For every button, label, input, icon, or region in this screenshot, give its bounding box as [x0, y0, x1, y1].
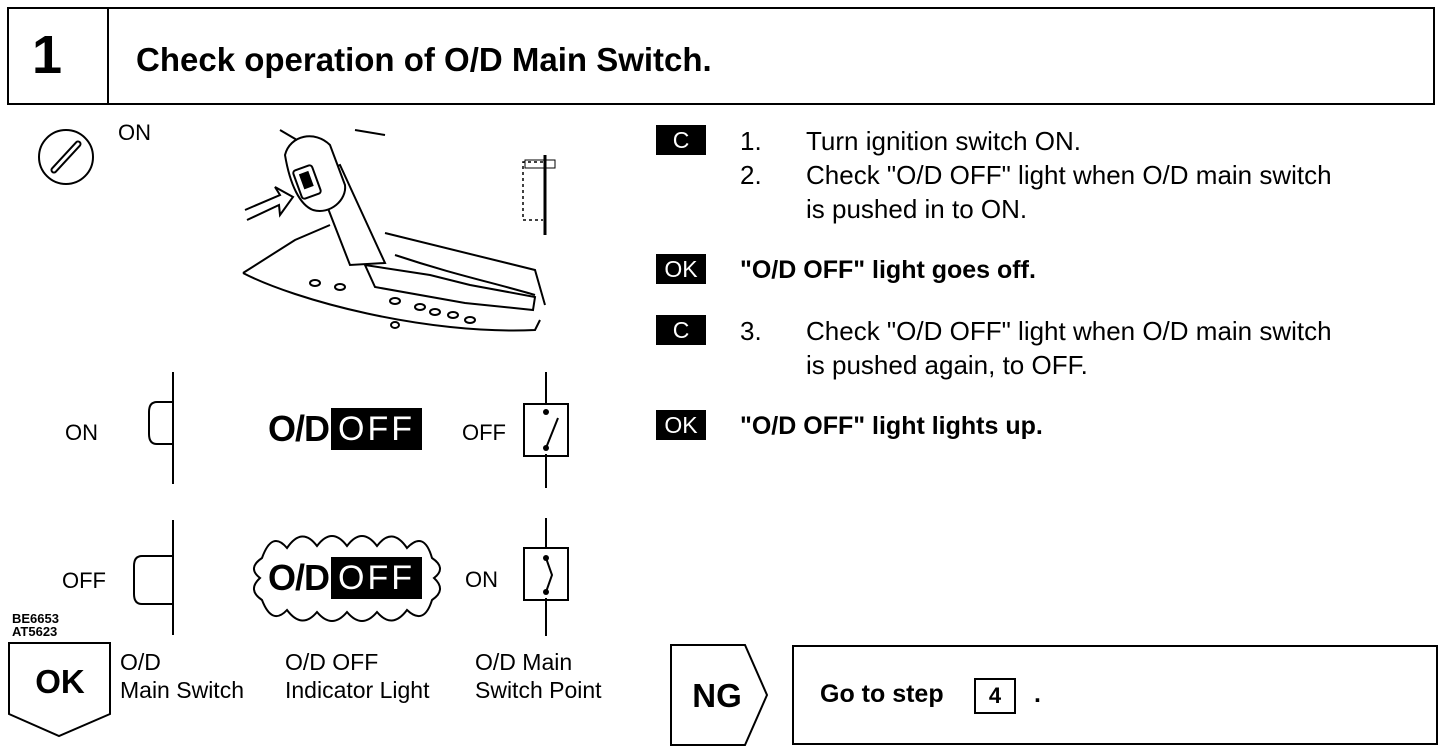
switch-on-label: ON: [65, 420, 98, 445]
step-title: Check operation of O/D Main Switch.: [136, 41, 712, 78]
go-to-step-text: Go to step: [820, 680, 944, 708]
indicator-glow-icon: [253, 535, 441, 622]
switch-detail-icon: [522, 155, 556, 235]
step-reference-link[interactable]: 4: [974, 678, 1016, 714]
point-off-label: OFF: [462, 420, 506, 445]
caption-main-switch-line2: Main Switch: [120, 677, 244, 703]
step3-line2: is pushed again, to OFF.: [806, 350, 1088, 380]
step3-line1: Check "O/D OFF" light when O/D main swit…: [806, 316, 1332, 346]
indicator-off-text-lit: OFF: [331, 557, 422, 599]
ng-result-box: [670, 644, 769, 746]
header-divider: [107, 7, 109, 105]
indicator-od-text-lit: O/D: [268, 557, 330, 598]
ng-result-label: NG: [692, 677, 742, 714]
caption-main-switch: O/D Main Switch: [120, 648, 244, 704]
caption-switch-point-line2: Switch Point: [475, 677, 602, 703]
figure-code-1: BE6653: [12, 611, 59, 626]
go-to-step-box: [792, 645, 1438, 745]
indicator-off-text: OFF: [331, 408, 422, 450]
step-header-box: [7, 7, 1435, 105]
caption-indicator-line1: O/D OFF: [285, 649, 379, 675]
main-switch-off-icon: [133, 520, 174, 635]
indicator-od-text: O/D: [268, 408, 330, 449]
go-to-step-period: .: [1034, 680, 1041, 708]
step-number: 1: [32, 25, 63, 85]
ignition-key-icon: [38, 129, 94, 185]
main-switch-on-icon: [148, 372, 174, 484]
ok-result-label: OK: [35, 663, 85, 700]
caption-main-switch-line1: O/D: [120, 649, 161, 675]
ok-tag-2: OK: [656, 410, 706, 440]
shift-lever-illustration: [242, 129, 546, 332]
check-tag-2: C: [656, 315, 706, 345]
caption-indicator-line2: Indicator Light: [285, 677, 430, 703]
point-on-label: ON: [465, 567, 498, 592]
ok-result-box: [8, 642, 111, 738]
step1-number: 1.: [740, 126, 762, 156]
ok-tag-1: OK: [656, 254, 706, 284]
check-tag-1: C: [656, 125, 706, 155]
step2-number: 2.: [740, 160, 762, 190]
switch-point-open-icon: [523, 372, 569, 488]
caption-switch-point-line1: O/D Main: [475, 649, 573, 675]
step2-line2: is pushed in to ON.: [806, 194, 1028, 224]
figure-code-2: AT5623: [12, 624, 58, 639]
switch-off-label: OFF: [62, 568, 106, 593]
ok-result-1: "O/D OFF" light goes off.: [740, 256, 1036, 284]
caption-indicator-light: O/D OFF Indicator Light: [285, 648, 429, 704]
switch-point-closed-icon: [523, 518, 569, 636]
indicator-light-off-state: O/D OFF: [268, 408, 422, 450]
indicator-light-on-state: O/D OFF: [268, 557, 422, 599]
ignition-on-label: ON: [118, 120, 151, 145]
ok-result-2: "O/D OFF" light lights up.: [740, 412, 1043, 440]
step3-number: 3.: [740, 316, 762, 346]
caption-switch-point: O/D Main Switch Point: [475, 648, 602, 704]
step2-line1: Check "O/D OFF" light when O/D main swit…: [806, 160, 1332, 190]
step1-text: Turn ignition switch ON.: [806, 126, 1082, 156]
